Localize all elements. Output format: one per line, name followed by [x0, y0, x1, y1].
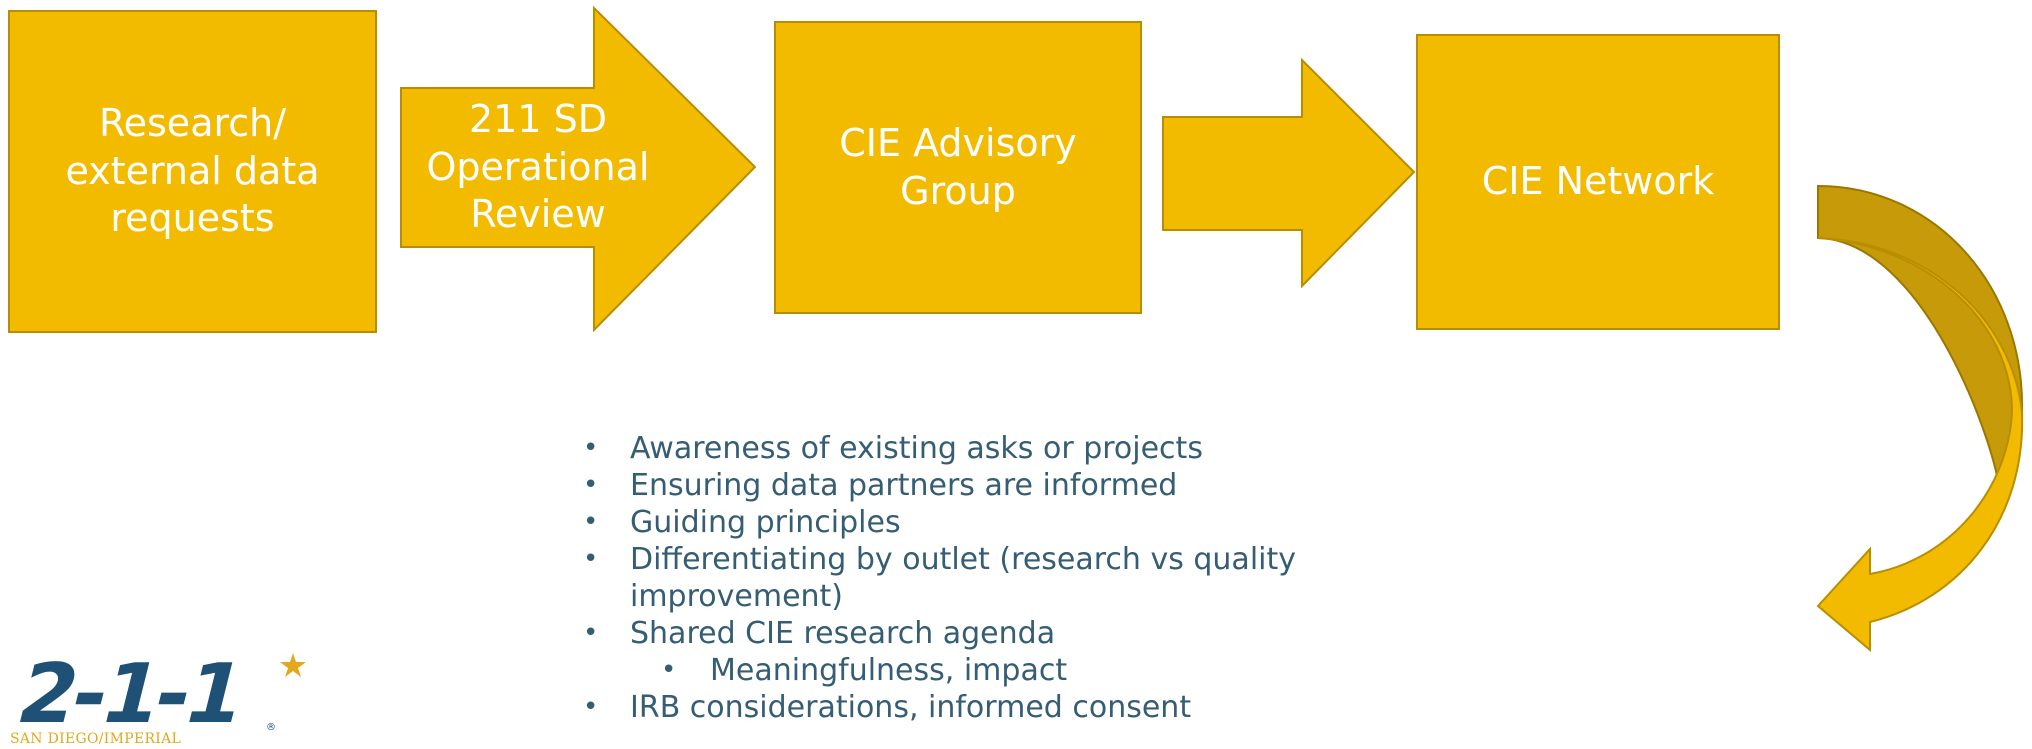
- research-requests-label: Research/ external data requests: [65, 101, 320, 241]
- research-requests-box: [8, 10, 377, 333]
- cie-advisory-group-label: CIE Advisory Group: [839, 121, 1077, 213]
- cie-advisory-group-box: [774, 21, 1142, 314]
- curved-return-arrow: [1816, 237, 2024, 653]
- operational-review-label: 211 SD Operational Review: [426, 97, 650, 237]
- cie-network-label: CIE Network: [1481, 159, 1715, 204]
- operational-review-arrow: [400, 5, 757, 333]
- sub-list-item: Meaningfulness, impact: [578, 652, 1338, 689]
- 211-san-diego-logo: 2-1-1 ® SAN DIEGO/IMPERIAL: [8, 648, 318, 749]
- 211-logo-mark: 2-1-1 ®: [9, 648, 306, 730]
- list-item: Awareness of existing asks or projects: [578, 430, 1338, 467]
- list-item: Differentiating by outlet (research vs q…: [578, 541, 1338, 615]
- cie-network-box: [1416, 34, 1780, 330]
- list-item: Shared CIE research agenda: [578, 615, 1338, 652]
- considerations-list: Awareness of existing asks or projects E…: [578, 430, 1338, 726]
- list-item: Guiding principles: [578, 504, 1338, 541]
- list-item: IRB considerations, informed consent: [578, 689, 1338, 726]
- registered-mark: ®: [266, 722, 276, 730]
- logo-subtitle: SAN DIEGO/IMPERIAL: [10, 731, 182, 747]
- list-item: Ensuring data partners are informed: [578, 467, 1338, 504]
- star-icon: [280, 653, 306, 677]
- logo-mark-text: 2-1-1: [9, 648, 252, 730]
- advisory-to-network-arrow: [1162, 57, 1416, 289]
